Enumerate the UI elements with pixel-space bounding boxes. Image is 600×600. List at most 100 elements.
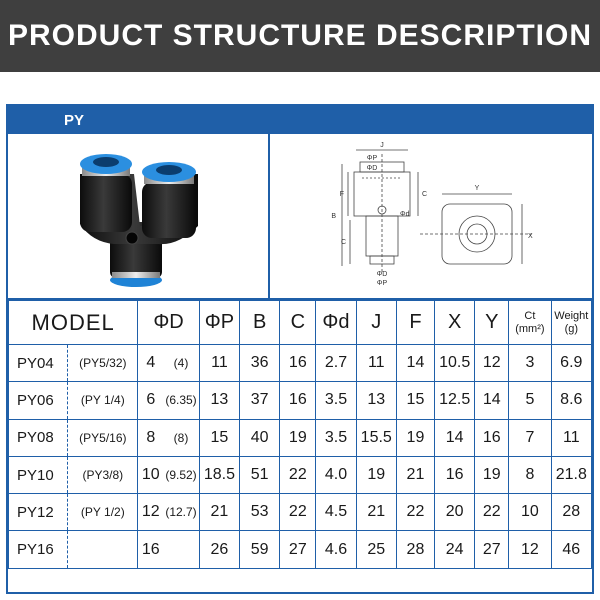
mount-hole-icon bbox=[125, 231, 139, 245]
cell-c: 27 bbox=[279, 530, 317, 569]
dim-label-j: J bbox=[380, 142, 384, 149]
cell-model: PY04 bbox=[7, 343, 69, 383]
dim-label-od-bottom: ΦD bbox=[377, 271, 388, 278]
header-c: C bbox=[279, 300, 317, 345]
cell-y: 14 bbox=[474, 381, 510, 420]
dim-label-f: F bbox=[340, 191, 344, 198]
dimension-drawing: J ΦP ΦD F C B C Φd ΦD ΦP Y X bbox=[331, 142, 533, 287]
cell-x: 16 bbox=[434, 455, 476, 495]
cell-b: 51 bbox=[239, 455, 281, 495]
cell-c: 19 bbox=[279, 418, 317, 457]
cell-weight: 8.6 bbox=[550, 381, 593, 420]
header-x: X bbox=[434, 300, 476, 345]
title-banner: PRODUCT STRUCTURE DESCRIPTION bbox=[0, 0, 600, 72]
cell-od: 10 bbox=[137, 455, 164, 495]
cell-op: 26 bbox=[198, 530, 241, 569]
cell-j: 13 bbox=[355, 381, 397, 420]
cell-od-small: 4.0 bbox=[315, 455, 357, 495]
cell-alt-model bbox=[67, 530, 139, 569]
cell-od: 4 bbox=[137, 343, 164, 383]
cell-od: 6 bbox=[137, 381, 164, 420]
header-ct-unit: (mm²) bbox=[515, 322, 545, 335]
cell-c: 16 bbox=[279, 381, 317, 420]
series-header-bar: PY bbox=[8, 106, 592, 134]
left-branch bbox=[80, 174, 132, 232]
header-weight-label: Weight bbox=[554, 309, 589, 322]
cell-od: 8 bbox=[137, 418, 164, 457]
cell-od-small: 2.7 bbox=[315, 343, 357, 383]
cell-y: 12 bbox=[474, 343, 510, 383]
banner-title: PRODUCT STRUCTURE DESCRIPTION bbox=[7, 19, 592, 52]
cell-od-small: 3.5 bbox=[315, 418, 357, 457]
cell-od-small: 3.5 bbox=[315, 381, 357, 420]
cell-od: 12 bbox=[137, 493, 164, 532]
cell-model: PY16 bbox=[7, 530, 69, 569]
header-j: J bbox=[355, 300, 397, 345]
cell-y: 22 bbox=[474, 493, 510, 532]
cell-c: 16 bbox=[279, 343, 317, 383]
header-ct: Ct (mm²) bbox=[508, 300, 552, 345]
dim-label-c-top: C bbox=[422, 191, 427, 198]
cell-b: 53 bbox=[239, 493, 281, 532]
cell-ct: 5 bbox=[508, 381, 552, 420]
cell-model: PY06 bbox=[7, 381, 69, 420]
technical-drawing-panel: J ΦP ΦD F C B C Φd ΦD ΦP Y X bbox=[270, 134, 592, 298]
cell-c: 22 bbox=[279, 455, 317, 495]
cell-f: 19 bbox=[395, 418, 436, 457]
cell-od-inch: (8) bbox=[163, 418, 200, 457]
cell-od-inch: (4) bbox=[163, 343, 200, 383]
spec-table: MODEL ΦD ΦP B C Φd J F X Y Ct (mm²) Weig… bbox=[7, 300, 593, 569]
cell-j: 25 bbox=[355, 530, 397, 569]
cell-ct: 3 bbox=[508, 343, 552, 383]
cell-weight: 46 bbox=[550, 530, 593, 569]
cell-weight: 28 bbox=[550, 493, 593, 532]
cell-j: 21 bbox=[355, 493, 397, 532]
cell-weight: 6.9 bbox=[550, 343, 593, 383]
cell-y: 16 bbox=[474, 418, 510, 457]
cell-model: PY10 bbox=[7, 455, 69, 495]
bottom-ring bbox=[112, 272, 160, 278]
cell-b: 36 bbox=[239, 343, 281, 383]
dim-label-op-bottom: ΦP bbox=[377, 280, 388, 287]
cell-weight: 21.8 bbox=[550, 455, 593, 495]
header-od: ΦD bbox=[137, 300, 200, 345]
cell-x: 20 bbox=[434, 493, 476, 532]
cell-c: 22 bbox=[279, 493, 317, 532]
cell-x: 14 bbox=[434, 418, 476, 457]
cell-b: 40 bbox=[239, 418, 281, 457]
product-photo-panel bbox=[8, 134, 270, 298]
cell-od-small: 4.5 bbox=[315, 493, 357, 532]
cell-ct: 12 bbox=[508, 530, 552, 569]
cell-f: 21 bbox=[395, 455, 436, 495]
cell-b: 37 bbox=[239, 381, 281, 420]
dim-label-x: X bbox=[528, 233, 533, 240]
cell-j: 19 bbox=[355, 455, 397, 495]
cell-od: 16 bbox=[137, 530, 164, 569]
cell-x: 10.5 bbox=[434, 343, 476, 383]
dim-label-y: Y bbox=[475, 185, 480, 192]
cell-op: 21 bbox=[198, 493, 241, 532]
cell-op: 18.5 bbox=[198, 455, 241, 495]
cell-f: 22 bbox=[395, 493, 436, 532]
cell-f: 28 bbox=[395, 530, 436, 569]
cell-y: 27 bbox=[474, 530, 510, 569]
cell-ct: 10 bbox=[508, 493, 552, 532]
cell-od-small: 4.6 bbox=[315, 530, 357, 569]
cell-alt-model: (PY5/32) bbox=[67, 343, 139, 383]
cell-model: PY12 bbox=[7, 493, 69, 532]
cell-j: 11 bbox=[355, 343, 397, 383]
cell-alt-model: (PY5/16) bbox=[67, 418, 139, 457]
cell-od-inch: (6.35) bbox=[163, 381, 200, 420]
cell-j: 15.5 bbox=[355, 418, 397, 457]
dim-label-od-small: Φd bbox=[400, 211, 410, 218]
spec-frame: PY bbox=[6, 104, 594, 594]
cell-alt-model: (PY 1/2) bbox=[67, 493, 139, 532]
header-ct-label: Ct bbox=[524, 309, 536, 322]
